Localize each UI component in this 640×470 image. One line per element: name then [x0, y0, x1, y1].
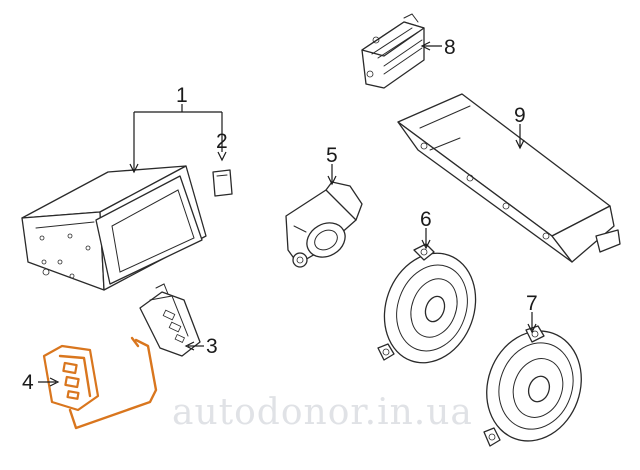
callout-lines: [38, 41, 537, 387]
callout-labels: 1 2 3 4 5 6 7 8 9: [22, 36, 538, 394]
callout-4: 4: [22, 371, 34, 394]
antenna-module: [397, 93, 621, 263]
front-speaker: [377, 243, 477, 364]
rear-speaker: [483, 325, 582, 447]
memory-card: [212, 169, 233, 197]
usb-aux-port: [139, 283, 201, 357]
tweeter: [285, 181, 363, 268]
amplifier-module: [361, 13, 425, 89]
callout-6: 6: [420, 208, 432, 231]
switch-with-wire: [42, 336, 158, 430]
callout-9: 9: [514, 104, 526, 127]
watermark-text: autodonor.in.ua: [172, 392, 473, 433]
callout-5: 5: [326, 144, 338, 167]
callout-7: 7: [526, 292, 538, 315]
callout-1: 1: [176, 84, 188, 107]
callout-3: 3: [206, 335, 218, 358]
callout-2: 2: [216, 130, 228, 153]
head-unit: [21, 165, 207, 291]
callout-8: 8: [444, 36, 456, 59]
